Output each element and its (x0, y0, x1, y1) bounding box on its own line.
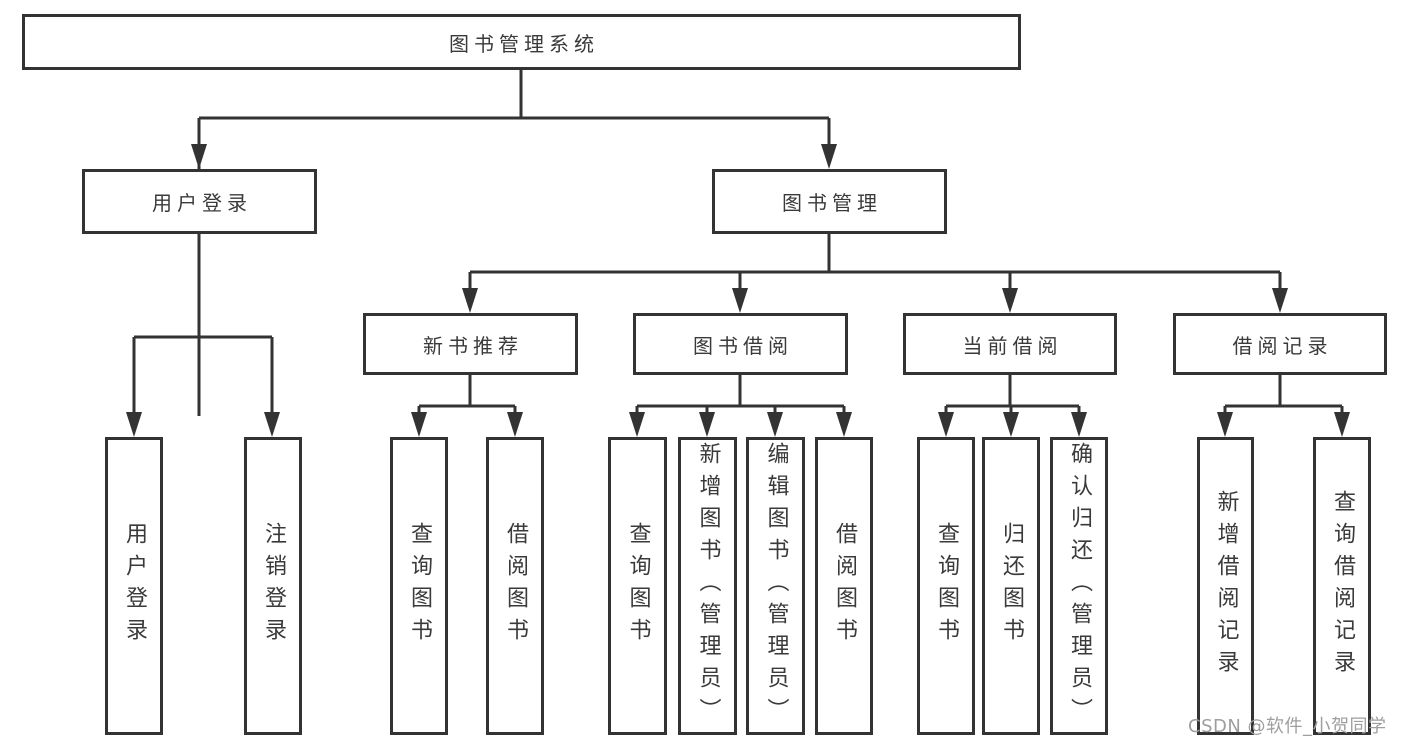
leaf-label: 用户登录 (122, 522, 147, 650)
node-library-system: 图书管理系统 (22, 14, 1021, 70)
leaf-query-books-recommend: 查询图书 (390, 437, 448, 735)
leaf-label: 确认归还（管理员） (1067, 442, 1092, 730)
leaf-logout: 注销登录 (244, 437, 302, 735)
leaf-borrow-books: 借阅图书 (815, 437, 873, 735)
node-book-management: 图书管理 (712, 169, 947, 234)
leaf-label: 归还图书 (999, 522, 1024, 650)
leaf-return-book: 归还图书 (982, 437, 1040, 735)
leaf-label: 查询借阅记录 (1330, 490, 1355, 682)
leaf-borrow-books-recommend: 借阅图书 (486, 437, 544, 735)
leaf-user-login: 用户登录 (105, 437, 163, 735)
leaf-label: 新增图书（管理员） (695, 442, 721, 730)
node-borrow-records: 借阅记录 (1173, 313, 1387, 375)
leaf-query-books-current: 查询图书 (917, 437, 975, 735)
node-new-book-recommend: 新书推荐 (363, 313, 578, 375)
leaf-query-borrow-record: 查询借阅记录 (1313, 437, 1371, 735)
leaf-label: 查询图书 (625, 522, 651, 650)
leaf-query-books-borrow: 查询图书 (608, 437, 667, 735)
leaf-label: 新增借阅记录 (1213, 490, 1239, 682)
leaf-label: 编辑图书（管理员） (763, 442, 789, 730)
node-current-borrow: 当前借阅 (903, 313, 1117, 375)
leaf-edit-book-admin: 编辑图书（管理员） (746, 437, 805, 735)
leaf-add-book-admin: 新增图书（管理员） (678, 437, 737, 735)
node-book-borrow: 图书借阅 (633, 313, 848, 375)
leaf-label: 借阅图书 (832, 522, 857, 650)
leaf-label: 查询图书 (407, 522, 432, 650)
leaf-confirm-return-admin: 确认归还（管理员） (1050, 437, 1108, 735)
leaf-label: 借阅图书 (503, 522, 528, 650)
leaf-label: 注销登录 (261, 522, 286, 650)
node-user-login: 用户登录 (82, 169, 317, 234)
watermark-text: CSDN @软件_小贺同学 (1188, 716, 1387, 737)
leaf-label: 查询图书 (934, 522, 959, 650)
leaf-add-borrow-record: 新增借阅记录 (1197, 437, 1254, 735)
